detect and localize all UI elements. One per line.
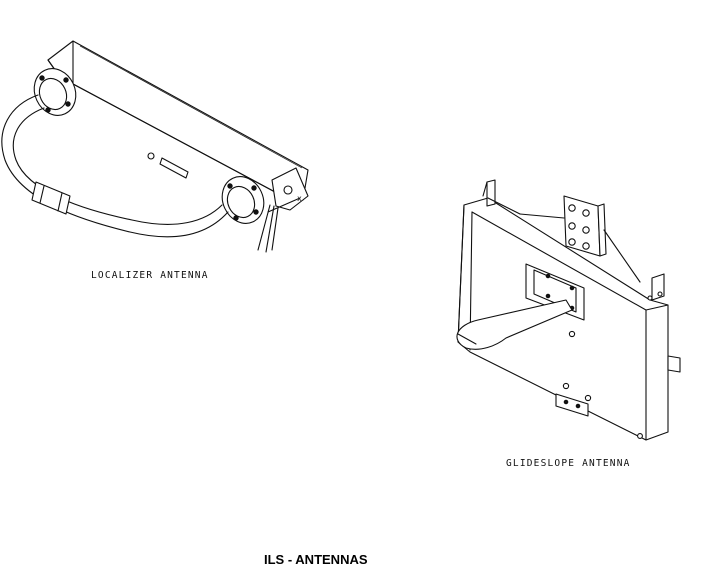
localizer-housing [47, 40, 309, 201]
mounting-bracket [563, 195, 607, 257]
coax-cable [1, 94, 229, 238]
glideslope-connector [555, 393, 589, 417]
radiating-element [456, 299, 573, 350]
left-connector-flange [33, 68, 77, 116]
localizer-antenna-label: LOCALIZER ANTENNA [91, 270, 209, 281]
localizer-nameplate [159, 157, 189, 179]
glideslope-antenna-label: GLIDESLOPE ANTENNA [506, 458, 631, 469]
right-connector-flange [221, 176, 265, 224]
figure-title: ILS - ANTENNAS [264, 552, 368, 567]
glideslope-antenna-illustration [456, 179, 681, 441]
localizer-antenna-illustration: x [1, 40, 309, 253]
cable-sleeve [31, 181, 71, 215]
localizer-screw [147, 152, 155, 160]
